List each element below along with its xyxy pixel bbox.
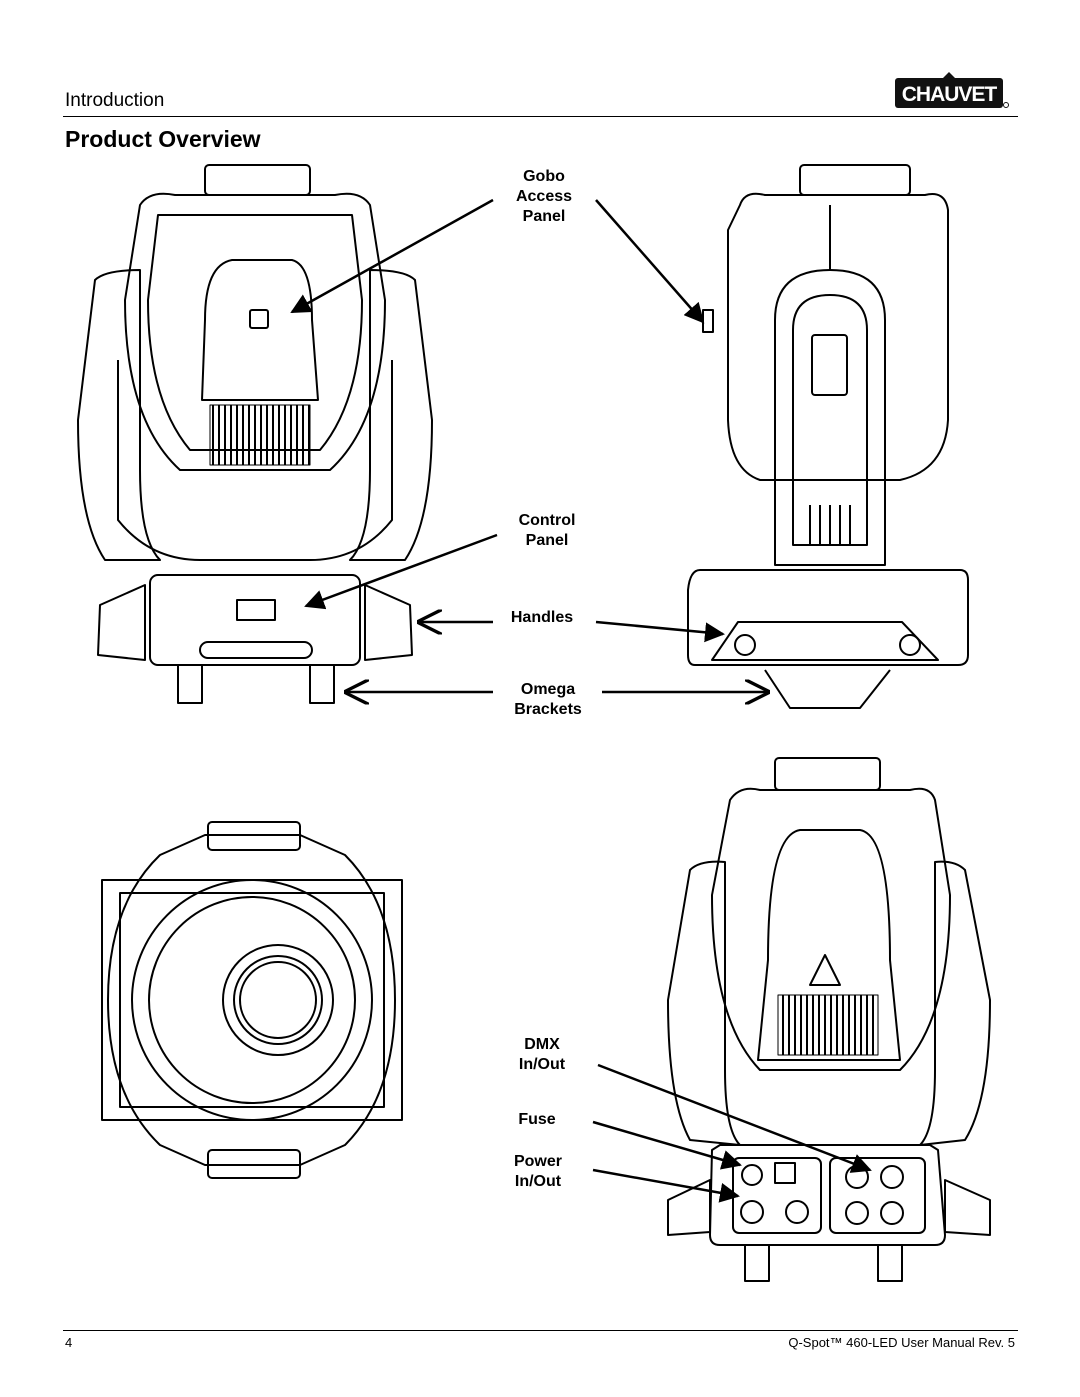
handles-label: Handles — [482, 608, 602, 628]
omega-brackets-label: Omega Brackets — [488, 680, 608, 720]
chauvet-logo: CHAUVET — [895, 72, 1009, 108]
callout-line: Panel — [522, 208, 566, 225]
callout-line: Omega — [520, 681, 576, 698]
callout-line: Control — [518, 512, 576, 529]
power-in-out-label: Power In/Out — [478, 1152, 598, 1192]
lens-view-drawing — [101, 821, 403, 1179]
document-title: Q-Spot™ 460-LED User Manual Rev. 5 — [788, 1335, 1015, 1350]
callout-line: DMX — [524, 1036, 560, 1053]
gobo-access-panel-label: Gobo Access Panel — [484, 167, 604, 227]
fuse-label: Fuse — [477, 1110, 597, 1130]
page-number: 4 — [65, 1335, 73, 1350]
callout-line: Panel — [525, 532, 569, 549]
header-rule — [63, 116, 1018, 117]
control-panel-label: Control Panel — [487, 511, 607, 551]
svg-text:CHAUVET: CHAUVET — [902, 83, 998, 106]
section-heading: Introduction — [65, 90, 165, 111]
callout-line: Fuse — [518, 1111, 556, 1128]
footer-rule — [63, 1330, 1018, 1331]
callout-line: Handles — [510, 609, 574, 626]
callout-line: In/Out — [518, 1056, 566, 1073]
callout-line: Gobo — [523, 168, 565, 185]
rear-view-drawing — [667, 757, 991, 1282]
front-view-drawing — [77, 164, 433, 704]
side-view-drawing — [687, 164, 969, 709]
callout-line: Brackets — [514, 701, 582, 718]
callout-line: Access — [515, 188, 573, 205]
callout-line: In/Out — [514, 1173, 562, 1190]
callout-line: Power — [513, 1153, 562, 1170]
dmx-in-out-label: DMX In/Out — [482, 1035, 602, 1075]
page-title: Product Overview — [65, 126, 261, 152]
callout-arrows — [290, 198, 872, 1203]
